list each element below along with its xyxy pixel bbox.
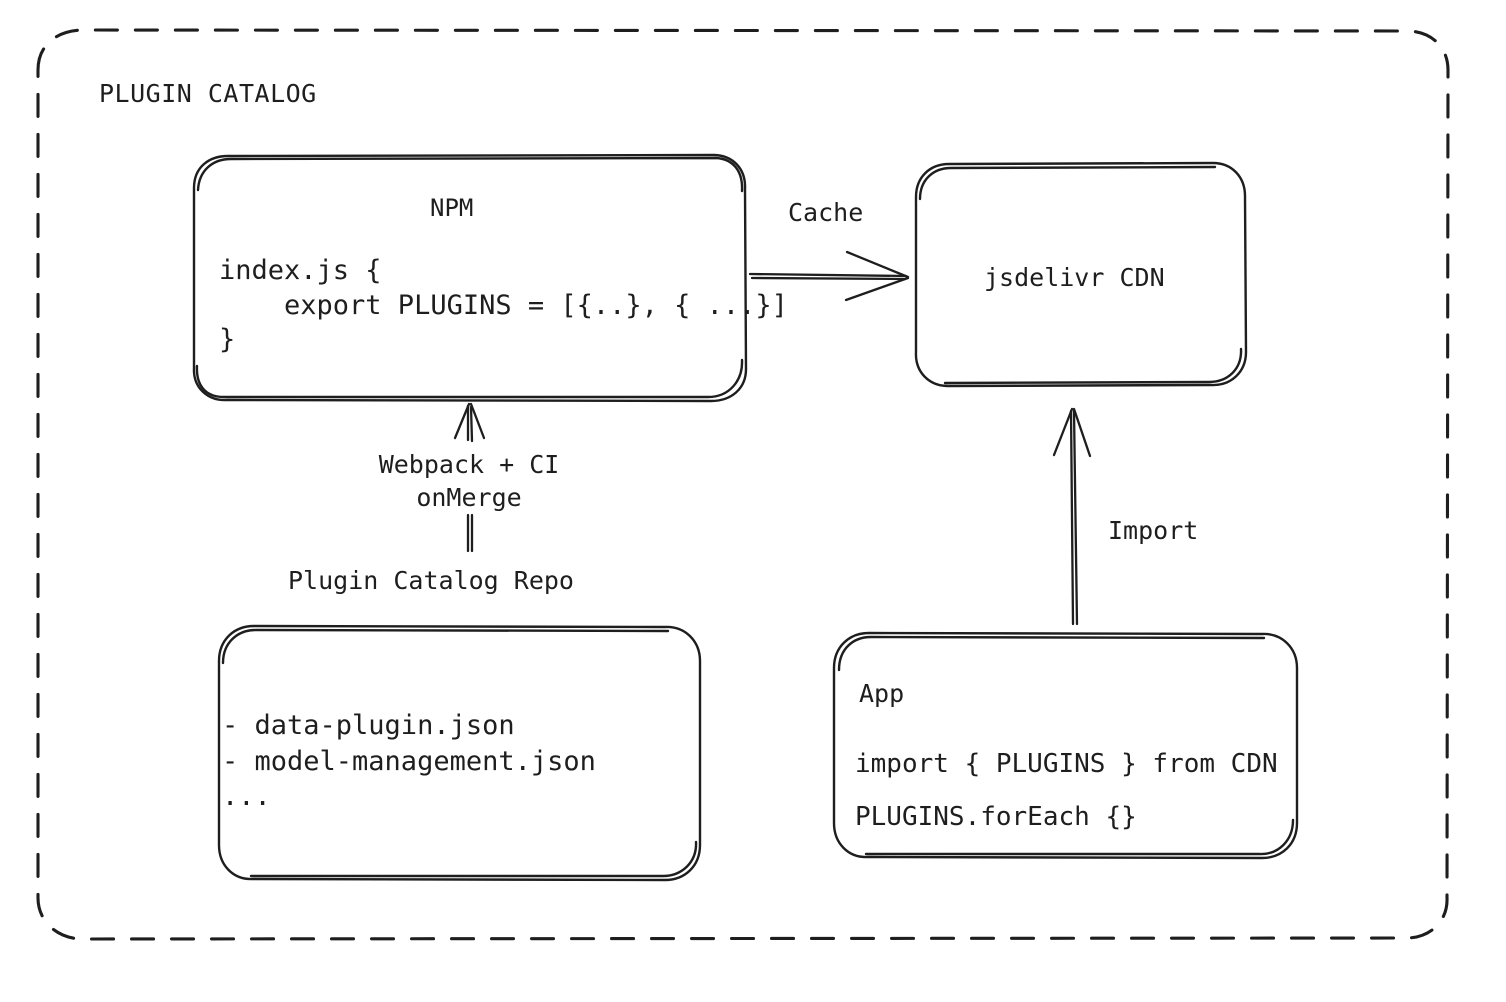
arrow-app-to-cdn	[1052, 407, 1092, 626]
npm-node-title: NPM	[430, 194, 474, 222]
edge-label-cache: Cache	[788, 198, 864, 227]
npm-node-code: index.js { export PLUGINS = [{..}, { ...…	[219, 254, 788, 358]
repo-list-line-2: - model-management.json	[222, 745, 596, 777]
edge-label-import: Import	[1108, 516, 1199, 545]
repo-node-caption: Plugin Catalog Repo	[288, 566, 574, 595]
edge-label-webpack-line-2: onMerge	[416, 483, 522, 512]
cdn-node-title: jsdelivr CDN	[984, 263, 1165, 292]
app-code-line-2: PLUGINS.forEach {}	[855, 802, 1137, 833]
npm-code-line-1: index.js {	[219, 255, 382, 286]
edge-label-webpack-ci: Webpack + CI onMerge	[374, 448, 564, 514]
app-node-title: App	[859, 679, 905, 708]
npm-code-line-3: }	[219, 324, 236, 356]
group-title: PLUGIN CATALOG	[99, 79, 317, 108]
app-code-line-1: import { PLUGINS } from CDN	[855, 749, 1278, 779]
app-node-code: import { PLUGINS } from CDN PLUGINS.forE…	[855, 738, 1278, 845]
repo-list-line-1: - data-plugin.json	[222, 710, 515, 741]
repo-list-line-3: ...	[222, 781, 271, 813]
edge-label-webpack-line-1: Webpack + CI	[378, 450, 560, 479]
npm-code-line-2: export PLUGINS = [{..}, { ...}]	[219, 289, 788, 321]
repo-node-list: - data-plugin.json - model-management.js…	[222, 708, 596, 815]
